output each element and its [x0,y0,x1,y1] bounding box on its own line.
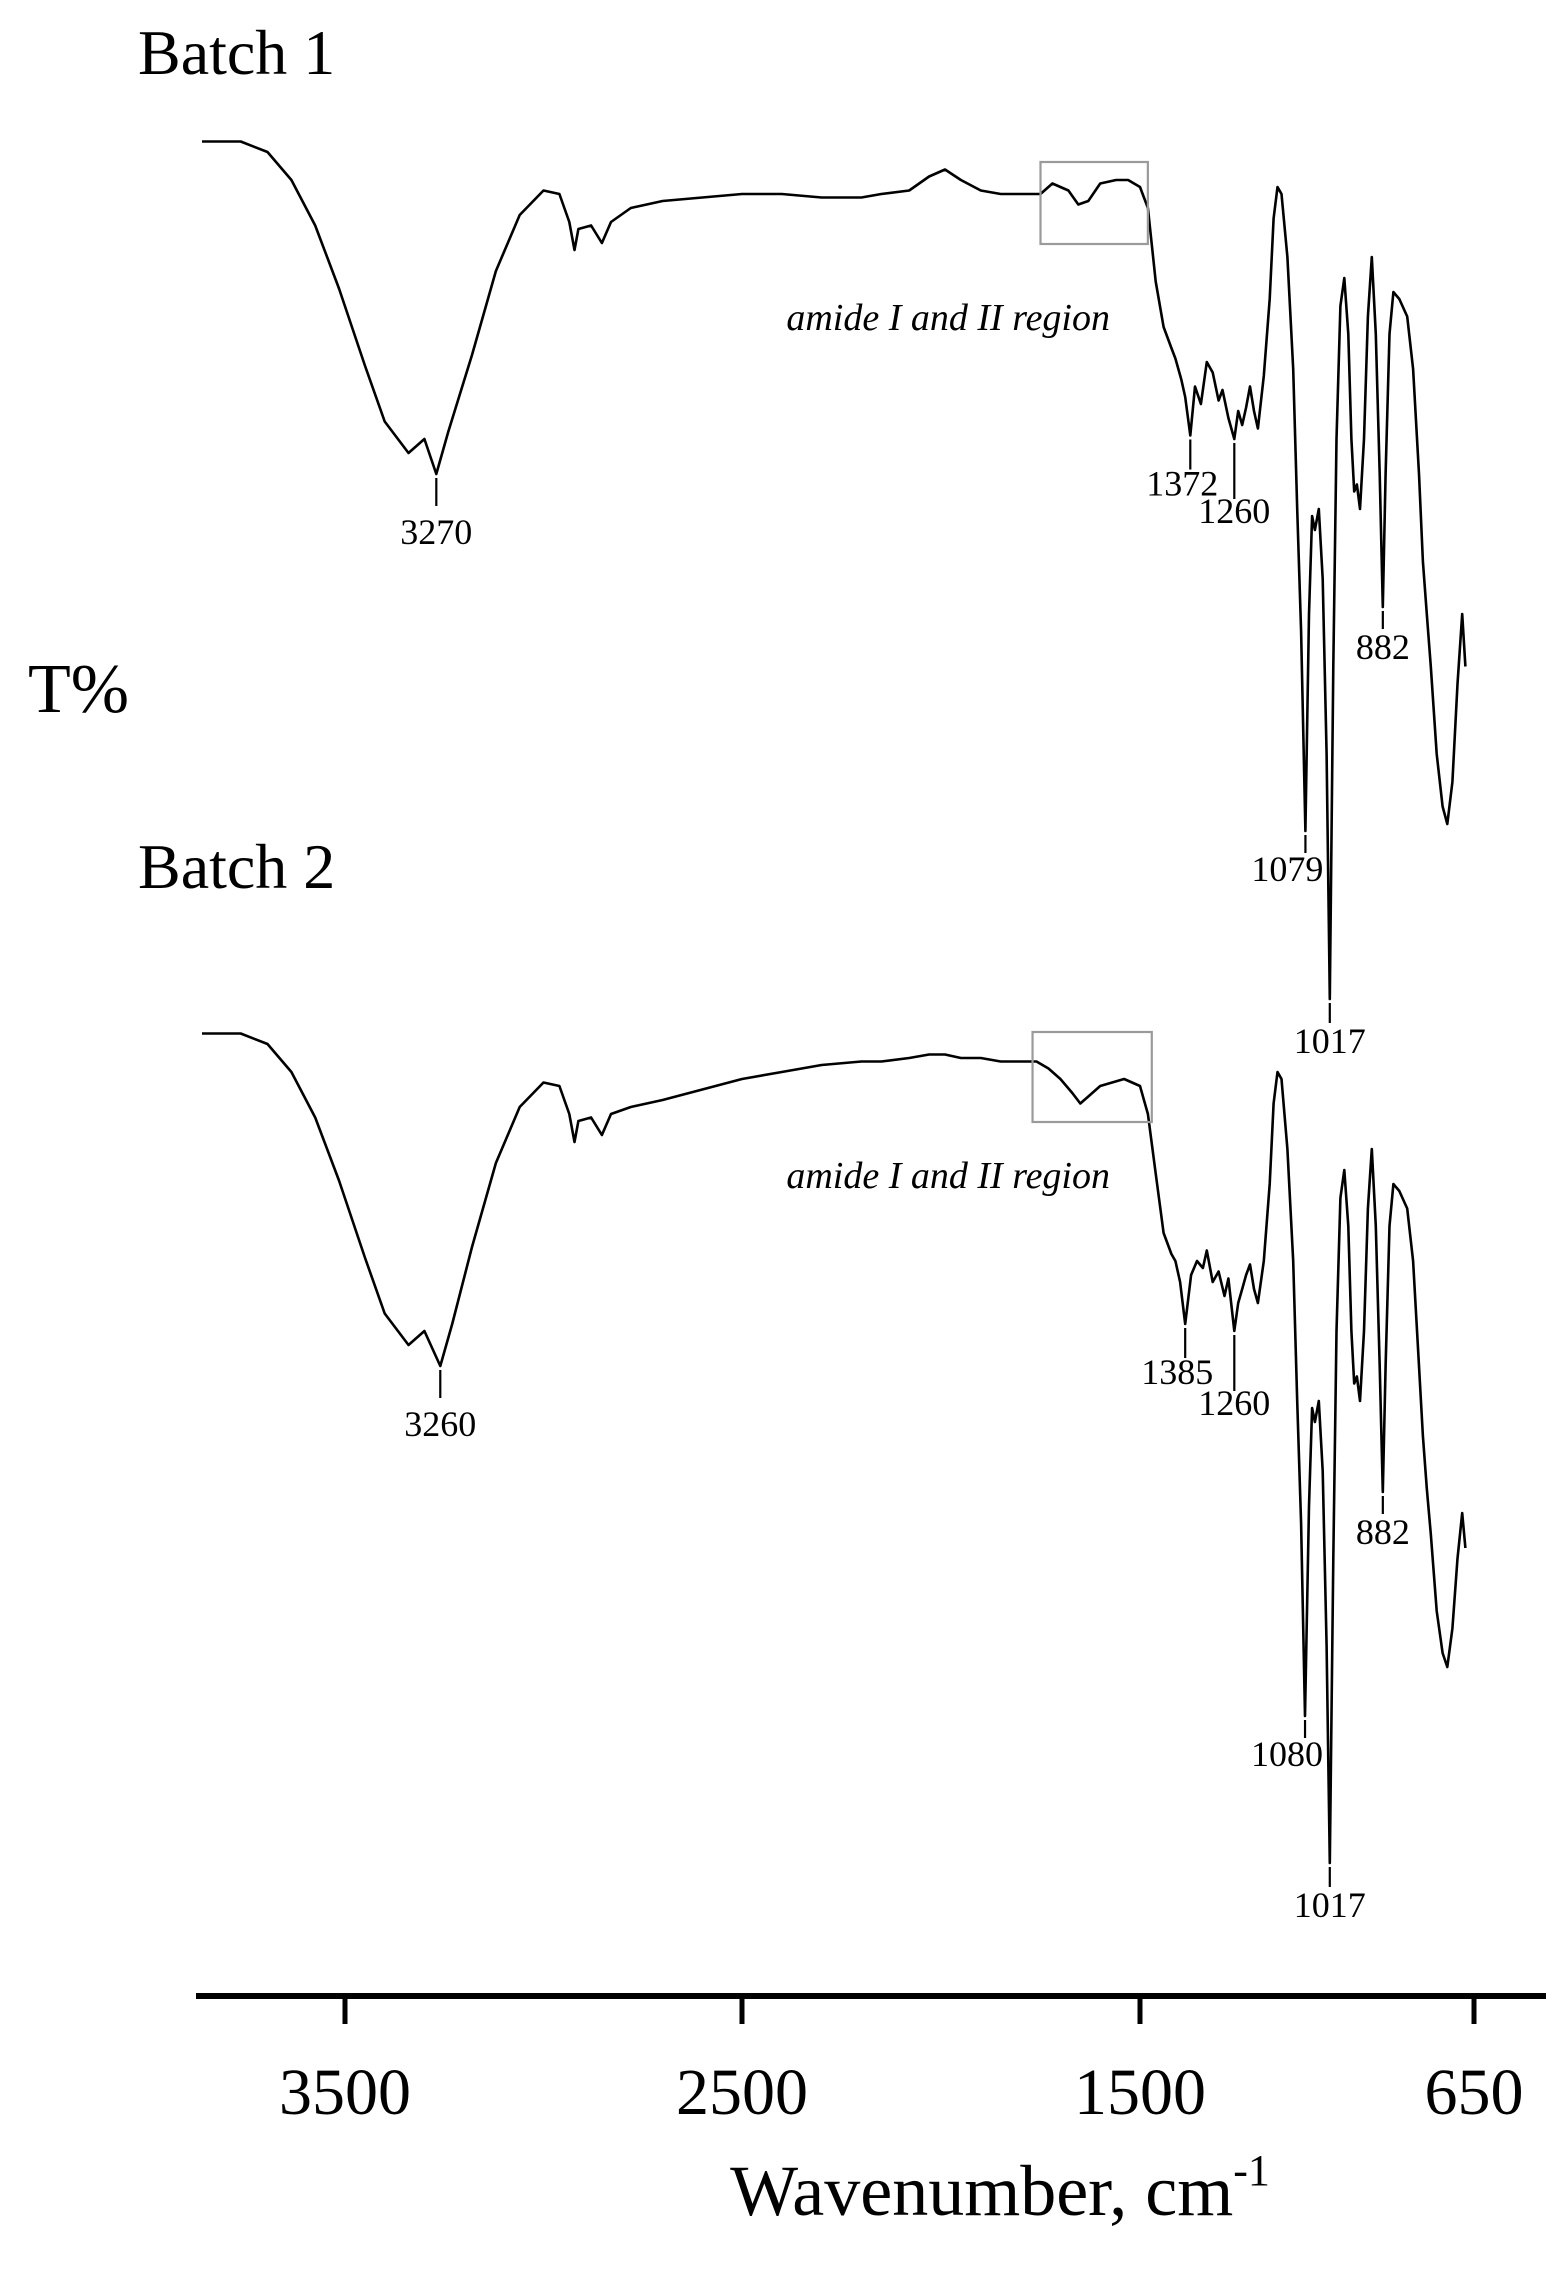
peak-label: 3270 [400,512,472,552]
peak-label: 1260 [1198,491,1270,531]
x-tick-label: 1500 [1074,2056,1206,2129]
peak-label: 1260 [1198,1383,1270,1423]
amide-region-label: amide I and II region [786,1155,1110,1197]
amide-region-box [1039,160,1149,246]
x-tick-label: 2500 [676,2056,808,2129]
peak-label: 882 [1356,1512,1410,1552]
peak-label: 1385 [1141,1352,1213,1392]
peak-label: 1080 [1251,1734,1323,1774]
x-axis-label-superscript: -1 [1233,2146,1270,2195]
x-axis-label: Wavenumber, cm-1 [730,2146,1270,2231]
peak-label: 1017 [1294,1021,1366,1061]
spectrum-panel-batch-2: Batch 2 amide I and II region 3260 13851260… [138,831,1467,1925]
x-axis: 3500 2500 1500 650 [196,1993,1546,2129]
spectrum-line [202,140,1467,1001]
batch-title: Batch 1 [138,17,335,88]
y-axis-label: T% [28,651,129,728]
peak-label: 882 [1356,627,1410,667]
spectrum-panel-batch-1: Batch 1 amide I and II region 3270 13721260… [138,17,1467,1061]
peak-label: 3260 [404,1404,476,1444]
peak-label: 1017 [1294,1885,1366,1925]
amide-region-box [1031,1030,1153,1124]
x-axis-label-text: Wavenumber, cm [730,2151,1233,2231]
batch-title: Batch 2 [138,831,335,902]
x-tick-label: 3500 [279,2056,411,2129]
x-tick-label: 650 [1425,2056,1524,2129]
peak-label: 1079 [1251,849,1323,889]
amide-region-label: amide I and II region [786,297,1110,339]
spectrum-line [202,1032,1467,1865]
peak-label: 1372 [1146,464,1218,504]
